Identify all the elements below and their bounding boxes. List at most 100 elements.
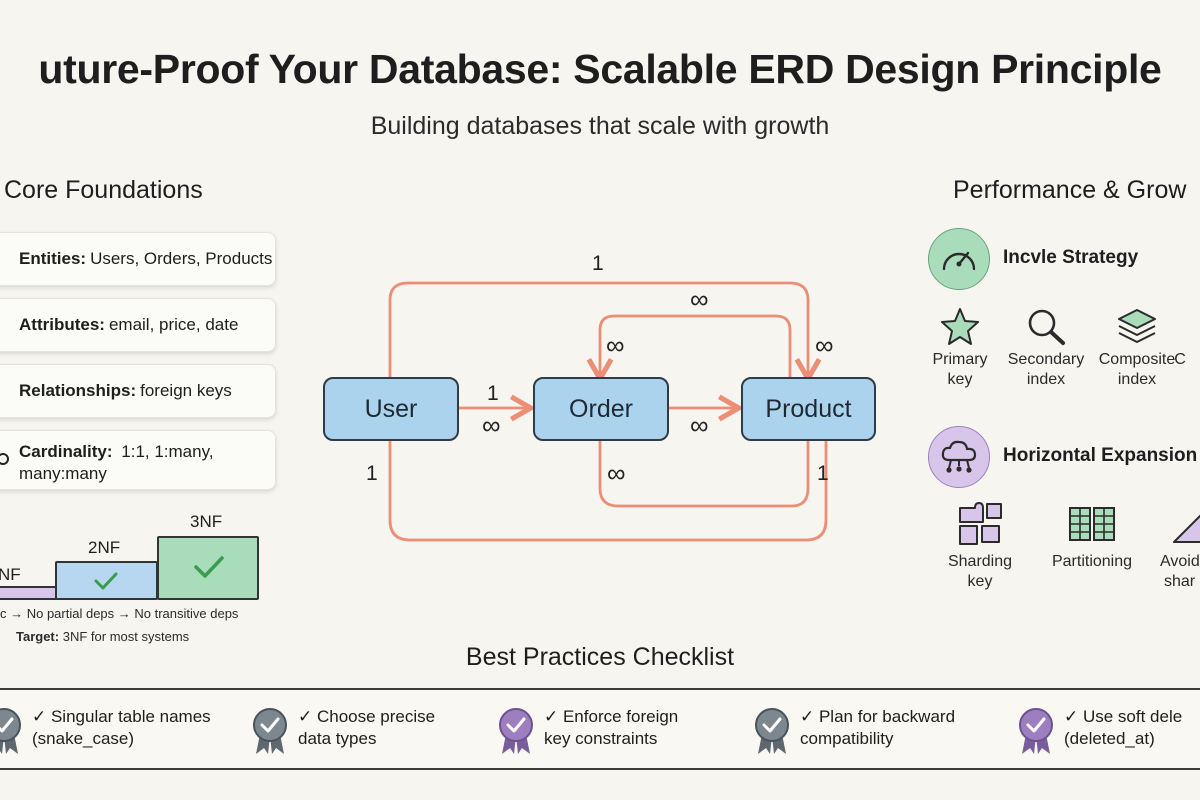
expansion-badge (928, 426, 990, 488)
speedometer-icon (942, 251, 976, 271)
cardinality-top-inner: ∞ (690, 284, 709, 314)
target-label: Target: (16, 629, 60, 644)
product-entity[interactable]: Product (741, 377, 876, 441)
primary-key-line2: key (947, 371, 973, 388)
avoid-sharding-line2: shar (1164, 573, 1196, 590)
checklist-panel (0, 688, 1200, 770)
magnifier-icon (1028, 309, 1065, 345)
cardinality-product-bottom: 1 (817, 462, 829, 485)
checklist-item-2-line2: data types (298, 729, 377, 748)
attributes-label: Attributes: (19, 315, 105, 334)
checklist-item-5: ✓ Use soft dele (deleted_at) (1016, 706, 1182, 756)
check-icon (194, 556, 224, 578)
checklist-item-2: ✓ Choose precise data types (250, 706, 435, 756)
checklist-item-3: ✓ Enforce foreign key constraints (496, 706, 678, 756)
cardinality-order-product-many: ∞ (690, 410, 709, 440)
grid-icon (1069, 507, 1115, 541)
award-badge-icon (0, 708, 21, 754)
sharding-key-line2: key (967, 573, 993, 590)
secondary-index-line2: index (1026, 371, 1066, 388)
checklist-item-1-line1: ✓ Singular table names (32, 707, 211, 726)
cardinality-product-top-right: ∞ (815, 330, 834, 360)
cardinality-label: Cardinality: (19, 442, 113, 461)
core-foundations-heading: Core Foundations (4, 176, 203, 204)
relationships-text: foreign keys (140, 381, 232, 400)
partial-index-line1: C (1174, 351, 1186, 368)
cardinality-top-outer: 1 (592, 252, 604, 275)
award-badge-icon (499, 708, 533, 754)
sharding-key-line1: Sharding (947, 553, 1013, 570)
nf2-bar (55, 561, 158, 600)
order-product-bottom-line (598, 440, 810, 508)
expansion-title: Horizontal Expansion (1003, 445, 1198, 466)
primary-key-item: Primary key (905, 306, 1015, 390)
partial-index-item: C (1140, 350, 1200, 370)
nf2-label: 2NF (88, 538, 121, 557)
secondary-index-item: Secondary index (991, 306, 1101, 390)
puzzle-icon (959, 502, 1002, 545)
cardinality-user-order-one: 1 (487, 382, 499, 405)
entities-label: Entities: (19, 249, 87, 268)
relationships-card: Relationships: foreign keys (0, 364, 276, 418)
checklist-item-4-line2: compatibility (800, 729, 894, 748)
index-strategy-title: Incvle Strategy (1003, 247, 1139, 268)
cardinality-text-line2: many:many (19, 464, 107, 483)
user-entity[interactable]: User (323, 377, 459, 441)
target-text: 3NF for most systems (62, 629, 190, 644)
normalization-progression: c → No partial deps → No transitive deps (0, 606, 239, 621)
index-strategy-badge (928, 228, 990, 290)
cardinality-text: 1:1, 1:many, (121, 442, 214, 461)
cardinality-order-bottom: ∞ (607, 458, 626, 488)
sharding-key-item: Sharding key (925, 500, 1035, 592)
composite-index-line1: Composite (1098, 351, 1176, 368)
nf1-label: NF (0, 565, 21, 584)
checklist-item-2-line1: ✓ Choose precise (298, 707, 436, 726)
checklist-item-1-line2: (snake_case) (32, 729, 135, 748)
checklist-item-4: ✓ Plan for backward compatibility (752, 706, 955, 756)
attributes-card: Attributes: email, price, date (0, 298, 276, 352)
checklist-item-5-line2: (deleted_at) (1064, 729, 1155, 748)
award-badge-icon (253, 708, 287, 754)
checklist-item-1: ✓ Singular table names (snake_case) (0, 706, 211, 756)
star-icon (941, 308, 979, 345)
layers-icon (1118, 309, 1156, 343)
checklist-item-4-line1: ✓ Plan for backward (800, 707, 956, 726)
user-product-bottom-line (388, 440, 828, 542)
composite-index-line2: index (1117, 371, 1157, 388)
avoid-sharding-line1: Avoid (1160, 553, 1200, 570)
entities-text: Users, Orders, Products (90, 249, 273, 268)
composite-index-item: Composite index (1082, 306, 1192, 390)
primary-key-line1: Primary (932, 351, 988, 368)
cloud-network-icon (941, 440, 977, 473)
award-badge-icon (1019, 708, 1053, 754)
cardinality-card: Cardinality: 1:1, 1:many, many:many (0, 430, 276, 490)
normalization-target: Target: 3NF for most systems (16, 629, 189, 644)
checklist-item-5-line1: ✓ Use soft dele (1064, 707, 1183, 726)
checklist-item-3-line2: key constraints (544, 729, 658, 748)
partitioning-item: Partitioning (1037, 500, 1147, 572)
cardinality-user-bottom: 1 (366, 462, 378, 485)
checklist-item-3-line1: ✓ Enforce foreign (544, 707, 679, 726)
avoid-sharding-item: Avoid shar (1150, 500, 1200, 592)
check-icon (94, 572, 118, 590)
secondary-index-line1: Secondary (1007, 351, 1085, 368)
page-subtitle: Building databases that scale with growt… (370, 112, 830, 140)
cardinality-icon (0, 453, 9, 465)
user-product-top-line (388, 281, 822, 384)
cardinality-user-order-many: ∞ (482, 410, 501, 440)
order-entity[interactable]: Order (533, 377, 669, 441)
partitioning-line1: Partitioning (1051, 553, 1133, 570)
nf3-bar (157, 536, 259, 600)
award-badge-icon (755, 708, 789, 754)
cardinality-order-top-left: ∞ (606, 330, 625, 360)
checklist-title: Best Practices Checklist (465, 643, 735, 671)
relationships-label: Relationships: (19, 381, 137, 400)
attributes-text: email, price, date (108, 315, 239, 334)
product-order-top-line (586, 314, 792, 384)
page-title: uture-Proof Your Database: Scalable ERD … (38, 46, 1162, 92)
triangle-icon (1173, 514, 1200, 543)
performance-heading: Performance & Grow (953, 176, 1187, 204)
nf3-label: 3NF (190, 512, 223, 531)
entities-card: Entities: Users, Orders, Products (0, 232, 276, 286)
